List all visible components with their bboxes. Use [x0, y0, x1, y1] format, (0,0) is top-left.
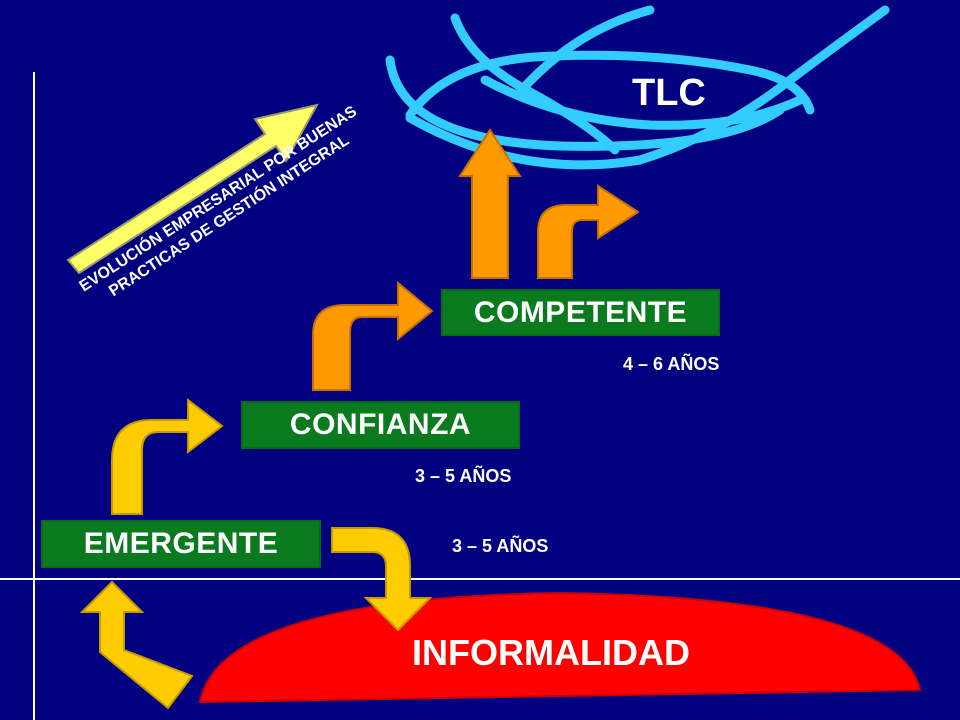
arrow-curve-yellow — [111, 397, 224, 515]
arrow-curve-orange-1 — [312, 280, 434, 391]
informality-dome — [198, 591, 922, 704]
evolution-arrow — [66, 103, 319, 275]
arrow-curve-orange-2 — [537, 184, 640, 279]
arrow-up-left-yellow — [79, 580, 194, 710]
arrow-up-orange — [458, 128, 522, 279]
duration-competente: 4 – 6 AÑOS — [623, 354, 720, 374]
duration-emergente: 3 – 5 AÑOS — [452, 536, 549, 556]
informality-label: INFORMALIDAD — [412, 632, 690, 673]
duration-confianza: 3 – 5 AÑOS — [415, 466, 512, 486]
globe-icon — [385, 5, 890, 170]
stage-box-emergente: EMERGENTE — [41, 520, 321, 568]
arrow-down-yellow — [331, 527, 433, 632]
tlc-label: TLC — [632, 72, 706, 114]
stage-box-competente: COMPETENTE — [441, 289, 720, 336]
stage-box-confianza: CONFIANZA — [241, 401, 520, 449]
